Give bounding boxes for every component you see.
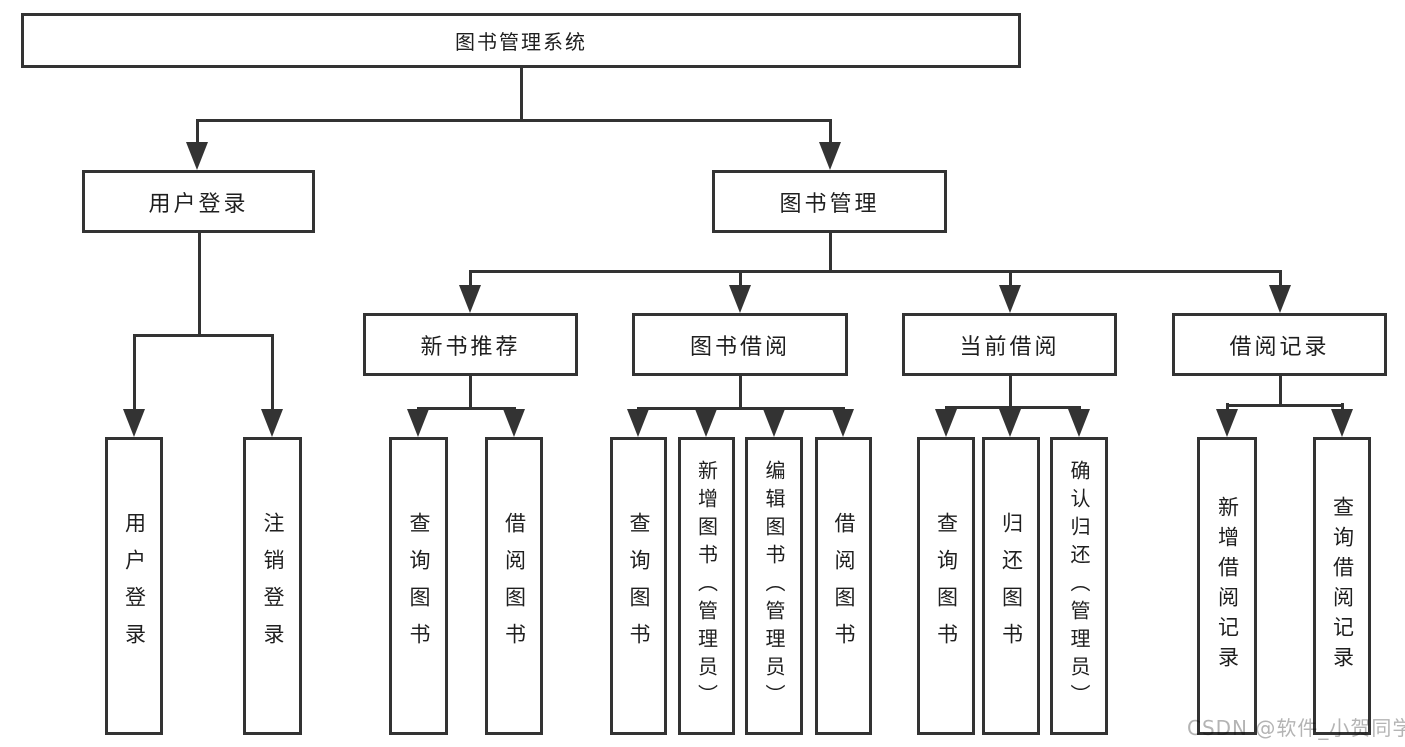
arrow-down-icon: [407, 407, 429, 437]
arrow-down-icon: [503, 407, 525, 437]
leaf-label: 确认归还（管理员）: [1067, 460, 1091, 712]
node-label: 新书推荐: [420, 334, 521, 360]
arrow-down-icon: [1269, 270, 1291, 313]
node-user-login: 用户登录: [82, 170, 315, 233]
node-label: 图书管理系统: [455, 30, 587, 54]
node-label: 借阅记录: [1229, 334, 1330, 360]
node-book-management: 图书管理: [712, 170, 947, 233]
connector-hline-book-borrowing: [636, 407, 845, 410]
leaf-label: 注销登录: [261, 512, 285, 660]
leaf-label: 用户登录: [122, 512, 147, 660]
leaf-label: 新增借阅记录: [1215, 496, 1240, 676]
arrow-down-icon: [1331, 403, 1353, 437]
arrow-down-icon: [627, 407, 649, 437]
arrow-down-icon: [832, 407, 854, 437]
leaf-label: 归还图书: [999, 512, 1024, 660]
leaf-query-books-2: 查询图书: [610, 437, 667, 735]
arrow-down-icon: [1216, 403, 1238, 437]
connector-hline-current-borrowing: [944, 406, 1080, 409]
leaf-query-borrow-record: 查询借阅记录: [1313, 437, 1371, 735]
arrow-down-icon: [186, 119, 208, 170]
node-label: 图书管理: [779, 191, 880, 217]
leaf-return-books: 归还图书: [982, 437, 1040, 735]
connector-hline-borrowing-records: [1225, 403, 1344, 407]
arrow-down-icon: [729, 270, 751, 313]
leaf-add-book-admin: 新增图书（管理员）: [678, 437, 735, 735]
leaf-borrow-books-2: 借阅图书: [815, 437, 872, 735]
connector-vline-root: [519, 66, 523, 122]
arrow-down-icon: [763, 407, 785, 437]
leaf-user-login: 用户登录: [105, 437, 163, 735]
leaf-query-books-3: 查询图书: [917, 437, 975, 735]
leaf-logout: 注销登录: [243, 437, 302, 735]
leaf-label: 新增图书（管理员）: [694, 460, 719, 712]
connector-vline-borrowing-records: [1278, 373, 1282, 406]
arrow-down-icon: [123, 334, 145, 437]
arrow-down-icon: [999, 406, 1021, 437]
arrow-down-icon: [999, 270, 1021, 313]
node-borrowing-records: 借阅记录: [1172, 313, 1387, 376]
connector-hline-root: [195, 118, 832, 122]
arrow-down-icon: [819, 119, 841, 170]
node-label: 图书借阅: [689, 334, 790, 360]
node-library-management-system: 图书管理系统: [21, 13, 1021, 68]
arrow-down-icon: [1068, 406, 1090, 437]
leaf-label: 查询图书: [627, 512, 651, 660]
leaf-label: 查询图书: [934, 512, 959, 660]
connector-vline-user-login: [197, 231, 201, 337]
connector-hline-user-login: [132, 334, 274, 337]
leaf-query-books-1: 查询图书: [389, 437, 448, 735]
leaf-label: 编辑图书（管理员）: [762, 460, 786, 712]
connector-vline-book-borrowing: [738, 374, 742, 410]
leaf-add-borrow-record: 新增借阅记录: [1197, 437, 1257, 735]
leaf-borrow-books-1: 借阅图书: [485, 437, 543, 735]
leaf-label: 借阅图书: [502, 512, 527, 660]
leaf-label: 借阅图书: [832, 512, 856, 660]
leaf-confirm-return-admin: 确认归还（管理员）: [1050, 437, 1108, 735]
connector-vline-current-borrowing: [1008, 374, 1012, 409]
node-current-borrowing: 当前借阅: [902, 313, 1117, 376]
node-book-borrowing: 图书借阅: [632, 313, 848, 376]
node-new-book-recommendation: 新书推荐: [363, 313, 578, 376]
arrow-down-icon: [459, 270, 481, 313]
node-label: 用户登录: [148, 191, 249, 217]
node-label: 当前借阅: [959, 334, 1060, 360]
leaf-label: 查询借阅记录: [1330, 496, 1355, 676]
arrow-down-icon: [935, 406, 957, 437]
leaf-edit-book-admin: 编辑图书（管理员）: [745, 437, 803, 735]
connector-hline-new-book: [416, 407, 516, 410]
leaf-label: 查询图书: [407, 512, 431, 660]
arrow-down-icon: [261, 334, 283, 437]
connector-vline-new-book: [468, 373, 472, 410]
arrow-down-icon: [695, 407, 717, 437]
watermark: CSDN @软件_小贺同学: [1187, 716, 1405, 740]
connector-vline-book-management: [828, 231, 832, 273]
connector-hline-book-management: [468, 270, 1282, 273]
